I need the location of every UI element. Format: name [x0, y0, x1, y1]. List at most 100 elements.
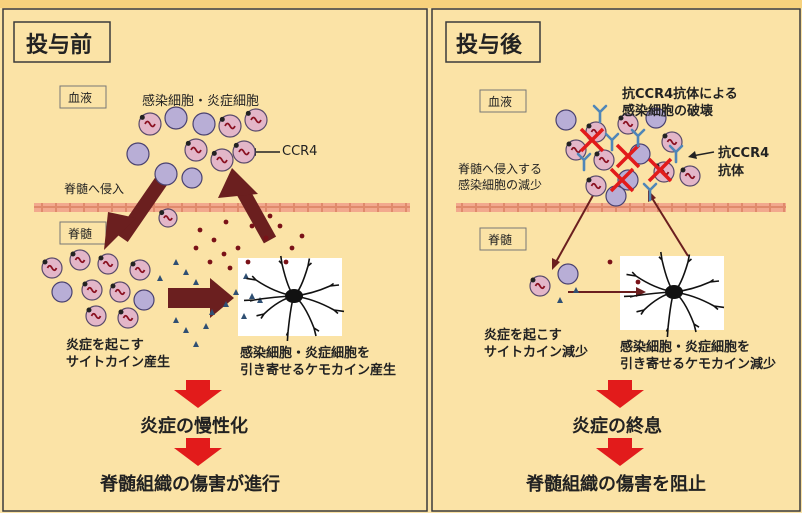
right-destroy-line2: 感染細胞の破壊 — [622, 104, 714, 119]
virus-squiggle — [122, 314, 134, 322]
antibody-y — [630, 128, 646, 148]
cytokine-triangle — [573, 287, 579, 293]
left-result-2: 脊髄組織の傷害が進行 — [100, 474, 280, 495]
left-cytokine-line1: 炎症を起こす — [66, 338, 144, 353]
left-blood-brain-membrane — [34, 203, 410, 212]
right-red-arrow-1 — [596, 380, 644, 408]
virus-squiggle — [224, 122, 236, 130]
left-red-arrow-2 — [174, 438, 222, 466]
invasion-arrow — [116, 176, 168, 242]
chemokine-dot — [289, 245, 295, 251]
left-cells-label: 感染細胞・炎症細胞 — [142, 94, 260, 109]
ccr4-receptor — [233, 142, 239, 148]
chemokine-dot — [211, 237, 217, 243]
chemokine-dot — [283, 259, 289, 265]
virus-squiggle — [144, 120, 156, 128]
right-invasion-line2: 感染細胞の減少 — [458, 178, 543, 192]
cell-layer — [41, 104, 701, 347]
right-invasion-arrow — [555, 189, 597, 263]
ccr4-receptor — [185, 140, 191, 146]
right-cytokine-line1: 炎症を起こす — [484, 328, 562, 343]
ccr4-receptor — [211, 150, 217, 156]
inflammatory-cell — [555, 109, 577, 131]
ccr4-receptor — [566, 141, 572, 147]
virus-squiggle — [666, 138, 678, 146]
right-panel-title: 投与後 — [456, 33, 523, 58]
right-chemokine-line1: 感染細胞・炎症細胞を — [620, 340, 751, 355]
inflammatory-cell — [51, 281, 73, 303]
inflammatory-cell — [126, 142, 150, 166]
ccr4-receptor — [219, 116, 225, 122]
antibody-y — [604, 132, 620, 152]
cytokine-triangle — [257, 297, 263, 303]
ccr4-receptor — [130, 261, 136, 267]
right-antibody-line2: 抗体 — [718, 164, 745, 179]
virus-squiggle — [238, 148, 250, 156]
right-spinal-label: 脊髄 — [488, 233, 513, 247]
virus-squiggle — [134, 266, 146, 274]
destroy-x — [579, 127, 605, 153]
cytokine-triangle — [223, 301, 229, 307]
ccr4-receptor — [530, 277, 536, 283]
left-blood-box — [59, 85, 107, 109]
cytokine-triangle — [243, 273, 249, 279]
cytokine-triangle — [557, 297, 563, 303]
recruit-arrow — [235, 186, 277, 244]
cytokine-triangle — [193, 341, 199, 347]
chemokine-dot — [223, 219, 229, 225]
right-chemokine-line2: 引き寄せるケモカイン減少 — [620, 357, 777, 372]
neuron-body — [665, 285, 683, 299]
antibody-y — [576, 152, 592, 172]
chemokine-dot — [299, 233, 305, 239]
inflammatory-cell — [154, 162, 178, 186]
right-title-box — [445, 21, 541, 63]
inflammatory-cell — [181, 167, 203, 189]
right-invasion-line1: 脊髄へ侵入する — [458, 162, 543, 176]
virus-squiggle — [250, 116, 262, 124]
left-cytokine-line2: サイトカイン産生 — [66, 355, 171, 370]
right-recruit-arrow — [651, 197, 689, 257]
cytokine-triangle — [203, 323, 209, 329]
chemokine-dot — [635, 279, 641, 285]
cytokine-triangle — [233, 289, 239, 295]
left-invasion-label: 脊髄へ侵入 — [64, 182, 125, 196]
inflammatory-cell — [617, 169, 639, 191]
left-chemokine-line2: 引き寄せるケモカイン産生 — [240, 363, 397, 378]
chemokine-dot — [263, 235, 269, 241]
chemokine-dot — [235, 245, 241, 251]
inflammatory-cell — [164, 106, 188, 130]
destroy-x — [647, 157, 673, 183]
cytokine-triangle — [157, 275, 163, 281]
left-blood-label: 血液 — [68, 91, 93, 105]
chemokine-dot — [267, 213, 273, 219]
virus-squiggle — [102, 260, 114, 268]
virus-squiggle — [684, 172, 696, 180]
left-ccr4-label: CCR4 — [282, 144, 318, 159]
virus-squiggle — [46, 264, 58, 272]
ccr4-receptor — [98, 255, 104, 261]
right-blood-label: 血液 — [488, 95, 513, 109]
right-blood-box — [479, 89, 527, 113]
virus-squiggle — [570, 146, 582, 154]
ccr4-receptor — [70, 251, 76, 257]
left-panel-frame — [2, 8, 428, 512]
virus-squiggle — [590, 182, 602, 190]
antibody-y — [642, 182, 658, 202]
right-panel-frame — [431, 8, 801, 512]
ccr4-receptor — [139, 114, 145, 120]
cytokine-triangle — [193, 279, 199, 285]
ccr4-receptor — [594, 151, 600, 157]
ccr4-receptor — [662, 133, 668, 139]
neuron-left — [243, 255, 345, 342]
ccr4-receptor — [245, 110, 251, 116]
right-result-1: 炎症の終息 — [572, 416, 662, 437]
destroy-x — [609, 167, 635, 193]
ccr4-receptor — [118, 309, 124, 315]
left-title-box — [13, 21, 111, 63]
chemokine-dot — [245, 259, 251, 265]
virus-squiggle — [190, 146, 202, 154]
ccr4-receptor — [586, 177, 592, 183]
virus-squiggle — [622, 120, 634, 128]
right-spinal-box — [479, 227, 527, 251]
